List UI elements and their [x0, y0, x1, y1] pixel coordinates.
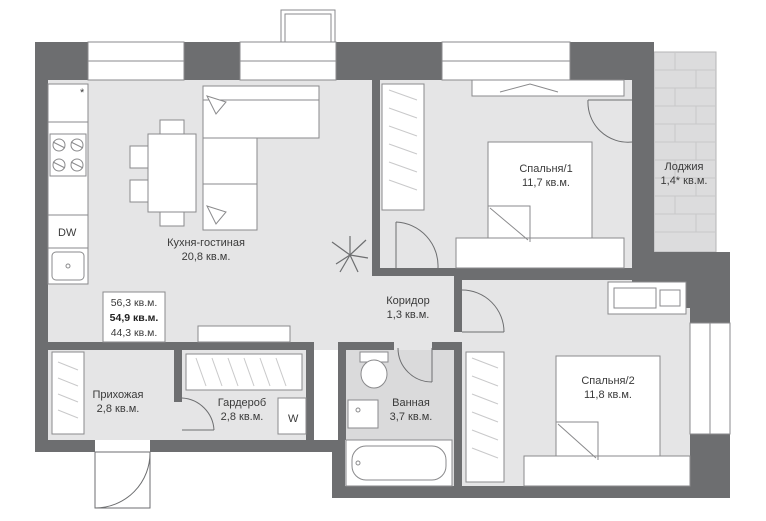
plant-icon	[331, 236, 369, 273]
bedroom2-door-swing	[461, 289, 505, 333]
wall-bottom-right	[332, 486, 730, 498]
tv-console	[197, 325, 291, 343]
corridor-area: 1,3 кв.м.	[387, 309, 430, 321]
hallway-area: 2,8 кв.м.	[97, 403, 140, 415]
hallway-closet	[51, 351, 85, 435]
area-summary-box	[102, 291, 166, 343]
wardrobe-door-swing	[181, 397, 215, 431]
corridor-name: Коридор	[386, 295, 429, 307]
wall-bottom-left-a	[35, 440, 95, 452]
bathroom-area: 3,7 кв.м.	[390, 411, 433, 423]
wardrobe-area: 2,8 кв.м.	[221, 411, 264, 423]
stove-icon	[49, 133, 87, 177]
bedroom1-area: 11,7 кв.м.	[522, 177, 570, 189]
wall-bedroom1-bottom	[372, 268, 462, 276]
sofa-icon	[202, 85, 320, 231]
bedroom2-name: Спальня/2	[581, 375, 634, 387]
wall-corridor-right-a	[454, 280, 462, 332]
total-area: 56,3 кв.м.	[111, 297, 158, 309]
wardrobe-name: Гардероб	[218, 397, 266, 409]
kitchen-counter	[47, 83, 89, 285]
bathroom-name: Ванная	[392, 397, 430, 409]
wall-hallway-wardrobe	[174, 342, 182, 402]
corridor-floor	[378, 272, 462, 350]
bedroom2-bed	[523, 355, 691, 487]
wall-bath-top-b	[432, 342, 462, 350]
wall-right-upper	[632, 42, 654, 252]
top-window-inner	[284, 13, 332, 45]
toilet-icon	[359, 351, 389, 389]
washer-label: W	[288, 413, 299, 425]
loggia-area: 1,4* кв.м.	[661, 175, 708, 187]
wall-left	[35, 42, 48, 452]
bedroom1-shelf	[471, 79, 625, 97]
bathtub-icon	[345, 439, 453, 487]
loggia-name: Лоджия	[665, 161, 704, 173]
main-area: 54,9 кв.м.	[110, 312, 159, 324]
bedroom1-bed	[455, 141, 625, 269]
wall-bedroom2-top	[454, 268, 690, 280]
washer-box	[277, 397, 307, 435]
dining-table-icon	[129, 119, 197, 227]
bedroom1-wardrobe	[381, 83, 425, 211]
bedroom2-wardrobe	[465, 351, 505, 483]
dishwasher-label: DW	[58, 227, 77, 239]
bedroom2-desk	[607, 281, 687, 315]
kitchen-sink-icon	[51, 251, 85, 281]
wall-kitchen-bedroom1	[372, 80, 380, 270]
wall-corridor-right-b	[454, 342, 462, 486]
bathroom-door-swing	[397, 347, 433, 383]
wall-wardrobe-top	[178, 342, 312, 350]
wardrobe-rack	[185, 353, 303, 391]
kitchen-area: 20,8 кв.м.	[182, 251, 231, 263]
bedroom1-door-swing	[395, 221, 439, 269]
kitchen-name: Кухня-гостиная	[167, 237, 245, 249]
bedroom1-name: Спальня/1	[519, 163, 572, 175]
entrance-door	[94, 451, 151, 509]
wall-bottom-left-b	[150, 440, 345, 452]
wall-wardrobe-right	[306, 342, 314, 440]
wall-bath-left	[338, 342, 346, 440]
wall-right-stub	[690, 308, 730, 323]
bedroom2-area: 11,8 кв.м.	[584, 389, 632, 401]
living-area: 44,3 кв.м.	[111, 327, 158, 339]
loggia-brick-pattern	[654, 52, 716, 233]
wall-bottom-step	[332, 440, 345, 498]
loggia-floor	[653, 51, 717, 253]
loggia-door-swing	[587, 99, 633, 143]
wall-hallway-top	[48, 342, 180, 350]
hallway-name: Прихожая	[93, 389, 144, 401]
fridge-star: *	[80, 87, 85, 99]
wall-bath-top-a	[338, 342, 394, 350]
bathroom-sink-icon	[347, 399, 379, 429]
